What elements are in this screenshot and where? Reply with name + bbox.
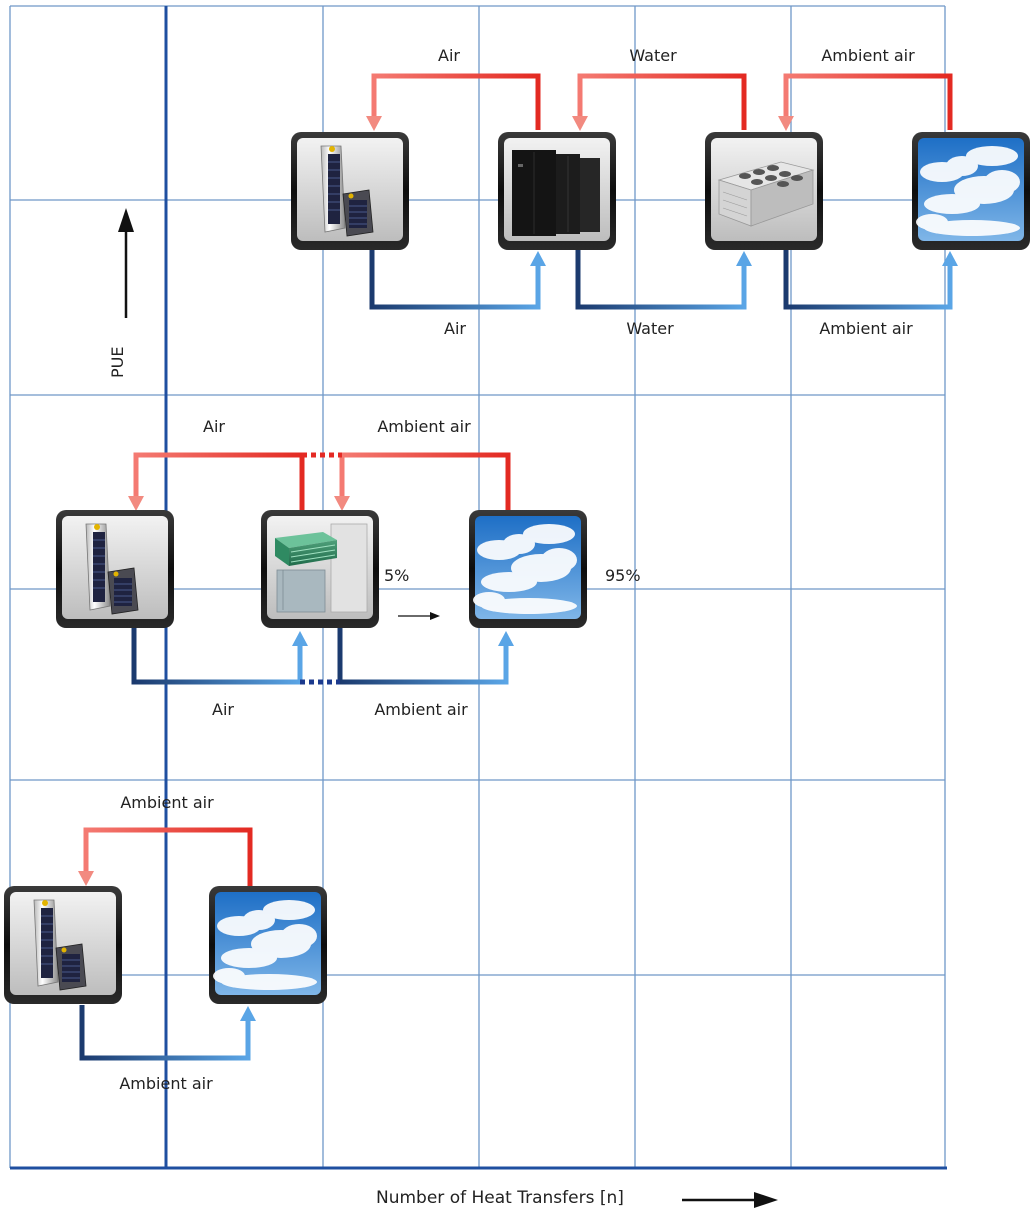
row1-top-label-ambient-air: Ambient air: [821, 46, 915, 65]
row2-hot-arrowheads: [128, 496, 350, 511]
row3-hot-arrowheads: [78, 871, 94, 886]
row1-cold-arrowheads: [530, 251, 958, 266]
row2-bottom-label-ambient-air: Ambient air: [374, 700, 468, 719]
server-rack-icon: [56, 510, 174, 628]
server-rack-icon: [4, 886, 122, 1004]
row2-cold-connectors: [131, 628, 509, 685]
row3-bottom-label-ambient-air: Ambient air: [119, 1074, 213, 1093]
row2-top-label-ambient-air: Ambient air: [377, 417, 471, 436]
row1-bottom-label-ambient-air: Ambient air: [819, 319, 913, 338]
row1-top-label-water: Water: [629, 46, 677, 65]
row1-hot-connectors: [371, 73, 953, 130]
row2-percent-5: 5%: [384, 566, 410, 585]
row1-top-label-air: Air: [438, 46, 460, 65]
free-cooling-unit-icon: [261, 510, 379, 628]
chiller-icon: [705, 132, 823, 250]
row2-bottom-label-air: Air: [212, 700, 234, 719]
pue-arrow: [118, 208, 134, 318]
row2-hot-connectors: [133, 452, 511, 510]
row1-hot-arrowheads: [366, 116, 794, 131]
x-axis-arrow: [682, 1192, 778, 1208]
y-axis-label: PUE: [108, 346, 127, 378]
row3-hot-connectors: [83, 827, 253, 886]
row2-small-arrow: [398, 612, 440, 620]
row1-bottom-label-air: Air: [444, 319, 466, 338]
row2-percent-95: 95%: [605, 566, 641, 585]
sky-icon: [469, 510, 587, 628]
row1-bottom-label-water: Water: [626, 319, 674, 338]
crac-unit-icon: [498, 132, 616, 250]
row3-top-label-ambient-air: Ambient air: [120, 793, 214, 812]
row2-top-label-air: Air: [203, 417, 225, 436]
row2-cold-arrowheads: [292, 631, 514, 646]
row3-cold-connectors: [79, 1005, 251, 1061]
sky-icon: [209, 886, 327, 1004]
server-rack-icon: [291, 132, 409, 250]
x-axis-label: Number of Heat Transfers [n]: [376, 1188, 624, 1208]
row3-cold-arrowheads: [240, 1006, 256, 1021]
sky-icon: [912, 132, 1030, 250]
row1-cold-connectors: [369, 250, 953, 310]
